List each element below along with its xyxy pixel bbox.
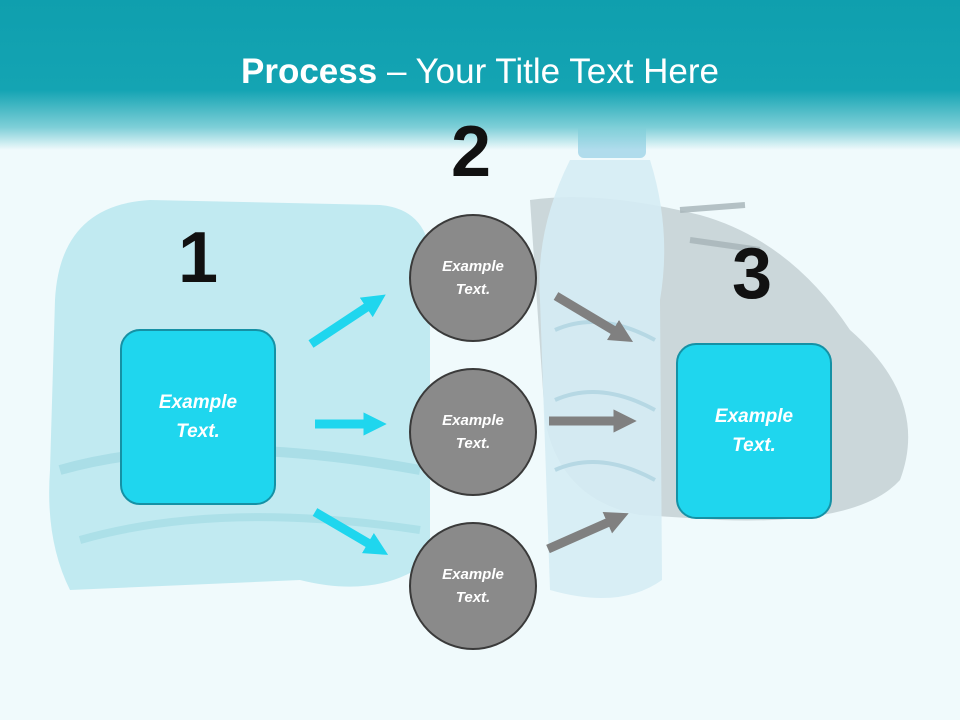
circle-middle-line2: Text.: [455, 435, 491, 452]
circle-top-line1: Example: [442, 258, 504, 275]
arrow-left-to-top: [308, 294, 386, 348]
title-bold: Process: [241, 52, 378, 91]
slide-title[interactable]: Process – Your Title Text Here: [0, 52, 960, 92]
left-box-line1: Example: [158, 392, 238, 413]
circle-top-line2: Text.: [455, 281, 491, 298]
arrow-top-to-right: [553, 292, 634, 342]
left-box-line2: Text.: [176, 421, 220, 442]
step-number-1[interactable]: 1: [178, 218, 219, 298]
arrow-bottom-to-right: [546, 512, 629, 554]
right-box-line1: Example: [714, 406, 794, 427]
circle-bottom-line2: Text.: [455, 589, 491, 606]
header-bar: [0, 0, 960, 150]
circle-bottom-line1: Example: [442, 566, 504, 583]
step-number-2[interactable]: 2: [451, 112, 492, 192]
right-box-line2: Text.: [732, 435, 776, 456]
circle-middle-line1: Example: [442, 412, 504, 429]
step-number-3[interactable]: 3: [732, 234, 773, 314]
title-rest: – Your Title Text Here: [377, 52, 719, 91]
arrow-left-to-bottom: [312, 508, 389, 555]
